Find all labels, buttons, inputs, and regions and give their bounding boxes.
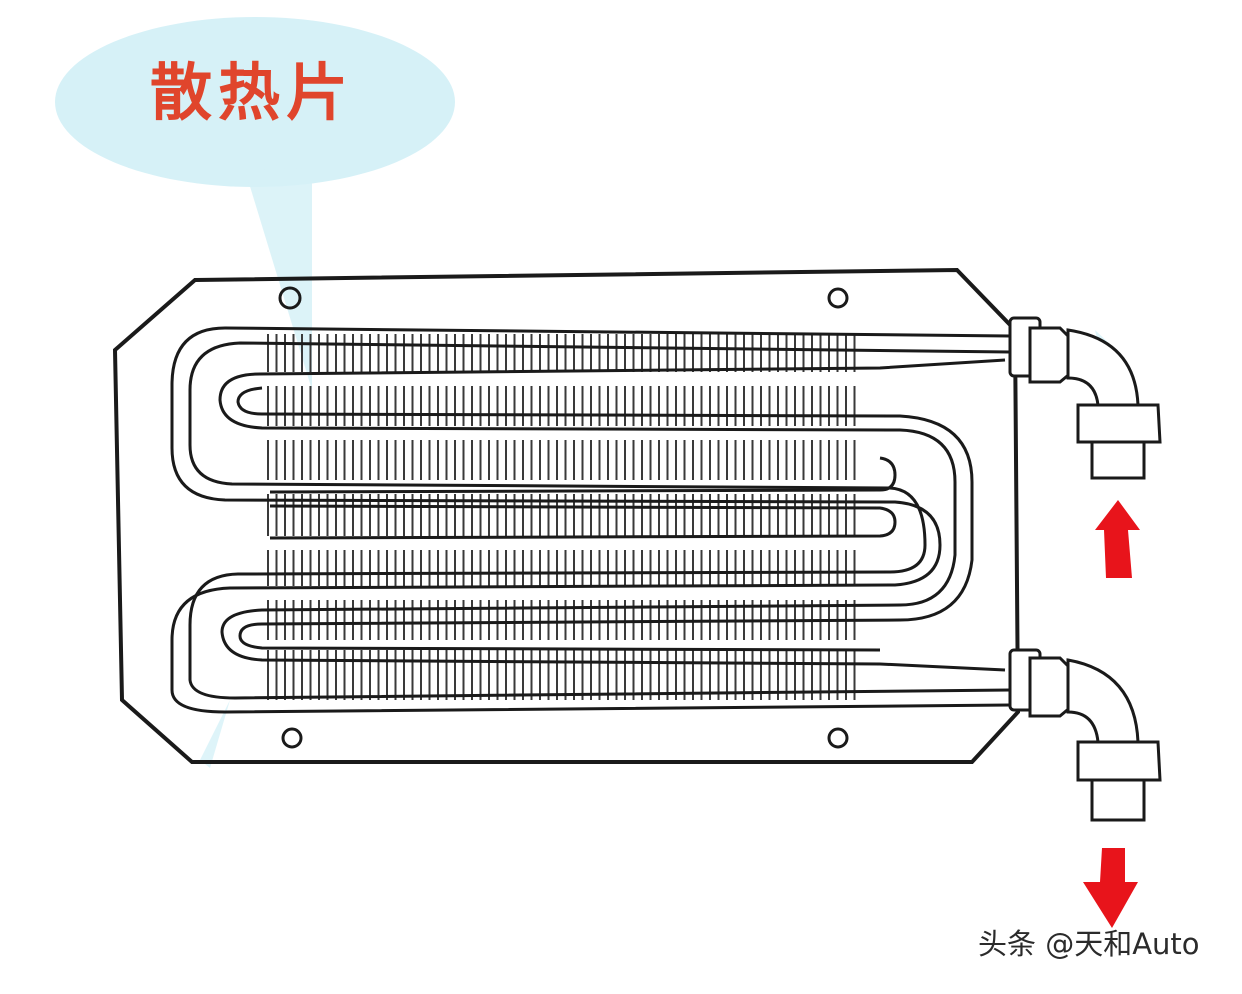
mounting-hole-top-left: [278, 286, 302, 310]
flow-in-arrow: [1095, 500, 1140, 578]
mounting-hole-top-right: [827, 287, 849, 309]
mounting-holes: [278, 286, 849, 749]
upper-pipe-fitting: [1008, 316, 1162, 480]
watermark-text: 头条 @天和Auto: [978, 927, 1200, 961]
cooling-fins: [267, 334, 856, 700]
mounting-hole-bottom-right: [827, 727, 849, 749]
lower-pipe-fitting: [1008, 648, 1162, 822]
heat-sink-label: 散热片: [150, 56, 355, 129]
mounting-hole-bottom-left: [281, 727, 303, 749]
watermark: 头条 @天和Auto: [978, 930, 1200, 959]
serpentine-tube: [170, 326, 1011, 714]
flow-out-arrow: [1083, 848, 1138, 928]
mounting-plate: [112, 267, 1021, 764]
